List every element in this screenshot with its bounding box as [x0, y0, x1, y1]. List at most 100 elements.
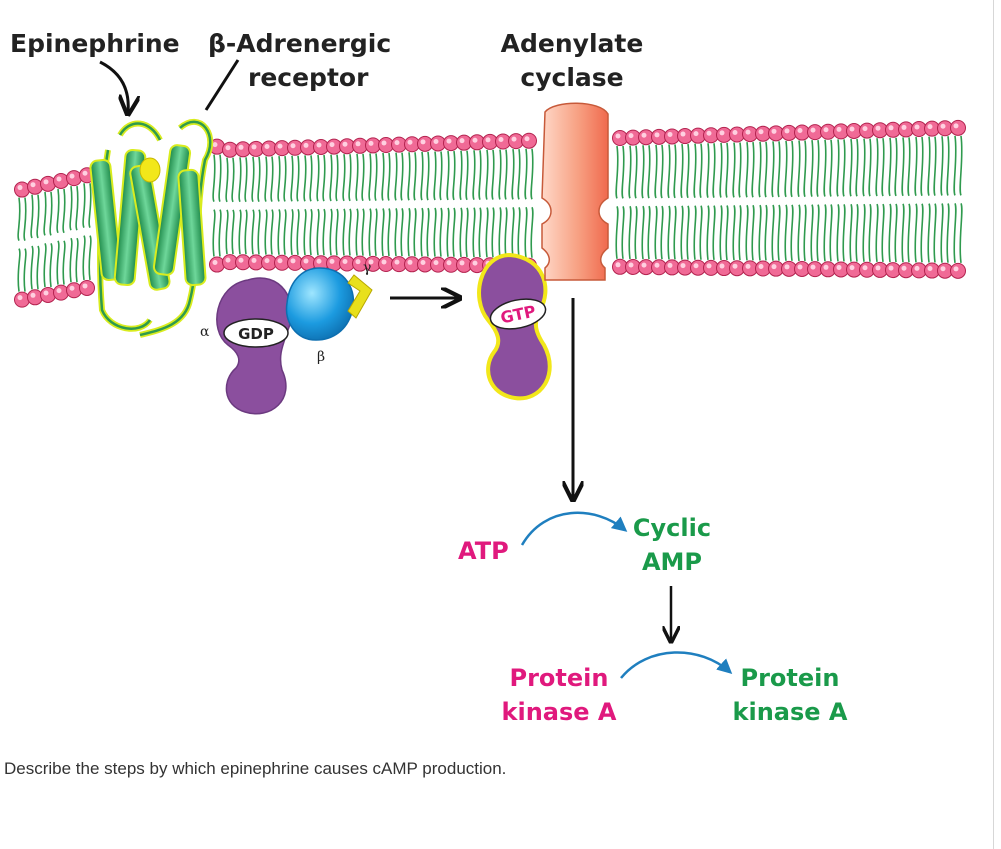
- epinephrine-label: Epinephrine: [10, 29, 180, 58]
- lipid-tail: [920, 203, 924, 263]
- lipid-tail: [953, 203, 957, 263]
- lipid-highlight: [875, 265, 881, 271]
- lipid-tail: [810, 140, 814, 198]
- epinephrine-ligand: [139, 157, 161, 183]
- lipid-tail: [446, 207, 450, 257]
- lipid-highlight: [472, 260, 478, 266]
- lipid-headgroup: [950, 119, 966, 136]
- lipid-tail: [459, 150, 463, 201]
- lipid-tail: [641, 145, 645, 199]
- lipid-tail: [829, 204, 833, 262]
- lipid-highlight: [680, 131, 686, 137]
- lipid-highlight: [797, 264, 803, 270]
- lipid-tail: [927, 203, 931, 263]
- lipid-tail: [413, 207, 417, 257]
- lipid-tail: [361, 153, 365, 202]
- lipid-tail: [875, 203, 879, 263]
- lipid-highlight: [706, 263, 712, 269]
- lipid-tail: [712, 205, 716, 260]
- lipid-tail: [654, 144, 658, 199]
- lipid-tail: [368, 208, 372, 256]
- lipid-tail: [641, 205, 645, 260]
- lipid-highlight: [433, 260, 439, 266]
- lipid-highlight: [407, 259, 413, 265]
- lipid-highlight: [524, 136, 530, 142]
- camp-label-line1: Cyclic: [633, 514, 711, 542]
- lipid-tail: [322, 208, 326, 256]
- lipid-tail: [433, 151, 437, 201]
- lipid-tail: [296, 208, 300, 256]
- lipid-tail: [946, 203, 950, 263]
- lipid-tail: [394, 208, 398, 257]
- lipid-tail: [335, 208, 339, 256]
- lipid-tail: [368, 153, 372, 201]
- lipid-tail: [810, 204, 814, 262]
- lipid-tail: [797, 204, 801, 262]
- lipid-tail: [251, 156, 255, 203]
- lipid-tail: [30, 245, 34, 290]
- lipid-highlight: [901, 124, 907, 130]
- lipid-tail: [836, 139, 840, 197]
- lipid-highlight: [862, 265, 868, 271]
- pka-active-label-line1: Protein: [741, 664, 840, 692]
- lipid-headgroup: [40, 286, 56, 303]
- lipid-tail: [693, 143, 697, 199]
- lipid-tail: [88, 235, 92, 281]
- g-alpha-active: [477, 252, 552, 401]
- lipid-headgroup: [521, 132, 537, 149]
- lipid-tail: [231, 209, 235, 255]
- lipid-highlight: [771, 128, 777, 134]
- lipid-tail: [888, 203, 892, 263]
- lipid-tail: [634, 205, 638, 260]
- lipid-tail: [725, 142, 729, 198]
- lipid-tail: [927, 136, 931, 196]
- lipid-tail: [777, 141, 781, 198]
- lipid-tail: [491, 207, 495, 258]
- pka-inactive-label-line2: kinase A: [502, 698, 617, 726]
- lipid-tail: [407, 152, 411, 201]
- lipid-tail: [530, 206, 534, 258]
- atp-label: ATP: [458, 537, 509, 565]
- lipid-highlight: [381, 140, 387, 146]
- lipid-tail: [478, 150, 482, 201]
- lipid-highlight: [277, 143, 283, 149]
- lipid-tail: [270, 209, 274, 255]
- lipid-headgroups: [14, 119, 966, 308]
- lipid-tail: [615, 206, 619, 259]
- lipid-highlight: [30, 292, 36, 298]
- lipid-tail: [790, 204, 794, 261]
- lipid-tail: [784, 140, 788, 198]
- lipid-highlight: [420, 139, 426, 145]
- lipid-tail: [758, 204, 762, 261]
- lipid-tail: [933, 203, 937, 263]
- lipid-tail: [855, 138, 859, 197]
- lipid-tail: [667, 205, 671, 260]
- lipid-tail: [75, 186, 79, 231]
- adenylate-cyclase: [541, 102, 609, 281]
- gdp-label: GDP: [238, 325, 274, 343]
- lipid-tail: [647, 145, 651, 199]
- lipid-tail: [296, 155, 300, 202]
- lipid-tail: [764, 141, 768, 198]
- lipid-highlight: [875, 125, 881, 131]
- lipid-highlight: [277, 258, 283, 264]
- lipid-highlight: [303, 258, 309, 264]
- lipid-highlight: [901, 265, 907, 271]
- lipid-tail: [400, 152, 404, 201]
- lipid-tail: [790, 140, 794, 198]
- lipid-tail: [257, 209, 261, 255]
- lipid-tail: [829, 139, 833, 197]
- lipid-highlight: [628, 133, 634, 139]
- lipid-tail: [719, 205, 723, 261]
- lipid-highlight: [238, 257, 244, 263]
- lipid-tail: [771, 141, 775, 198]
- lipid-tail: [387, 152, 391, 201]
- lipid-highlight: [368, 259, 374, 265]
- lipid-highlight: [355, 141, 361, 147]
- lipid-tail: [680, 143, 684, 199]
- lipid-highlight: [745, 263, 751, 269]
- lipid-tail: [17, 248, 21, 292]
- lipid-tail: [238, 157, 242, 203]
- lipid-tail: [673, 144, 677, 199]
